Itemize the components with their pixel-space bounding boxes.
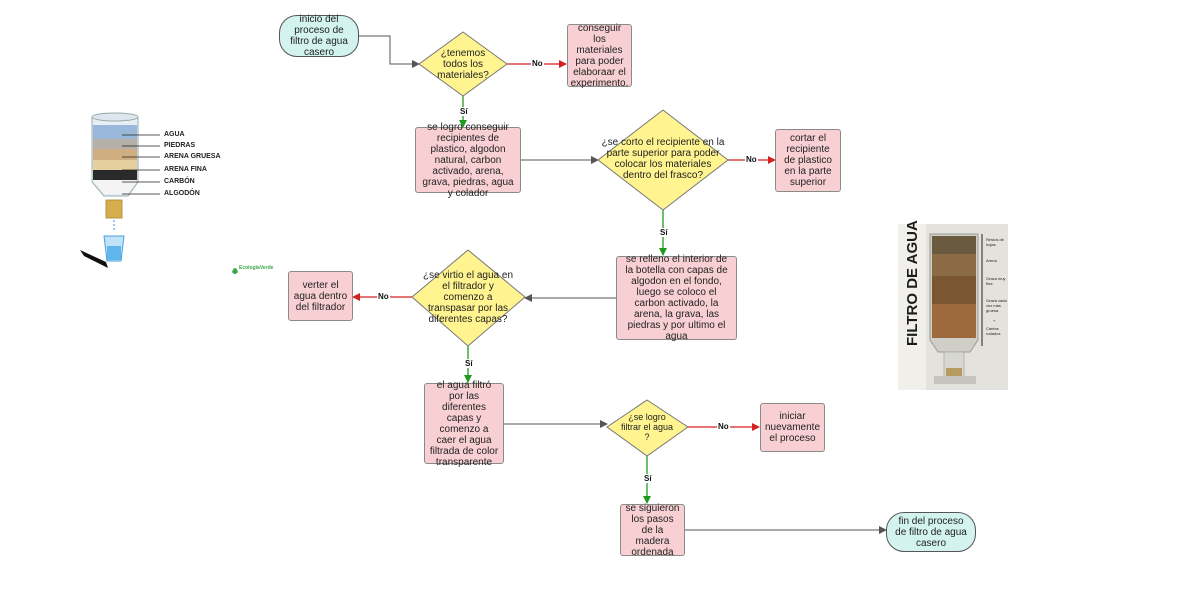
- step-ordered-steps-box: se siguieron los pasos de la madera orde…: [620, 503, 685, 558]
- photo-label-arena: Arena: [986, 258, 997, 263]
- step-d1-no-box: conseguir los materiales para poder elab…: [567, 23, 632, 89]
- photo-label-plus: +: [993, 318, 996, 323]
- layer-label-carbon: CARBÓN: [164, 178, 195, 185]
- layer-label-arena-fina: ARENA FINA: [164, 166, 207, 173]
- decision-d3-shape: [411, 249, 526, 347]
- layer-label-piedras: PIEDRAS: [164, 142, 196, 149]
- step-d3-no-box: verter el agua dentro del filtrador: [288, 271, 353, 321]
- d2-yes-label: Sí: [659, 228, 669, 237]
- decision-d3-text: ¿se virtio el agua en el filtrador y com…: [422, 269, 514, 325]
- photo-label-grava-fina: Grava muy fina: [986, 276, 1006, 286]
- end-terminal: fin del proceso de filtro de agua casero: [886, 512, 976, 552]
- photo-title: FILTRO DE AGUA: [904, 220, 921, 346]
- decision-d4-text: ¿se logro filtrar el agua ?: [620, 412, 674, 442]
- step-fill-bottle-box: se relleno el interior de la botella con…: [616, 254, 737, 342]
- edge-start-to-d1: [358, 35, 420, 68]
- ecologia-verde-logo: EcologíaVerde: [239, 265, 274, 271]
- d4-no-label: No: [717, 422, 730, 431]
- layer-label-algodon: ALGODÓN: [164, 190, 200, 197]
- d4-yes-label: Sí: [643, 474, 653, 483]
- step-water-filtered-box: el agua filtró por las diferentes capas …: [424, 380, 504, 468]
- bottle-filter-photo: [898, 224, 1008, 390]
- d1-no-label: No: [531, 59, 544, 68]
- layer-label-arena-gruesa: ARENA GRUESA: [164, 153, 221, 160]
- decision-d1-text: ¿tenemos todos los materiales?: [437, 47, 489, 81]
- water-filter-illustration: [80, 112, 238, 274]
- step-d4-no-box: iniciar nuevamente el proceso: [760, 403, 825, 452]
- decision-d4-shape: [606, 399, 689, 457]
- photo-label-cantos: Cantos rodados: [986, 326, 1001, 336]
- decision-d2-text: ¿se corto el recipiente en la parte supe…: [601, 137, 725, 181]
- d3-no-label: No: [377, 292, 390, 301]
- d2-no-label: No: [745, 155, 758, 164]
- layer-label-agua: AGUA: [164, 131, 185, 138]
- step-d2-no-box: cortar el recipiente de plastico en la p…: [775, 129, 841, 192]
- photo-label-grava-gruesa: Grava cada vez más gruesa: [986, 298, 1007, 313]
- photo-label-hojas: Restos de hojas: [986, 237, 1005, 247]
- d1-yes-label: Sí: [459, 107, 469, 116]
- d3-yes-label: Sí: [464, 359, 474, 368]
- start-terminal: inicio del proceso de filtro de agua cas…: [279, 14, 359, 58]
- decision-d2-shape: [597, 109, 729, 211]
- decision-d1-shape: [418, 31, 508, 97]
- step-materials-box: se logro conseguir recipientes de plasti…: [415, 122, 521, 199]
